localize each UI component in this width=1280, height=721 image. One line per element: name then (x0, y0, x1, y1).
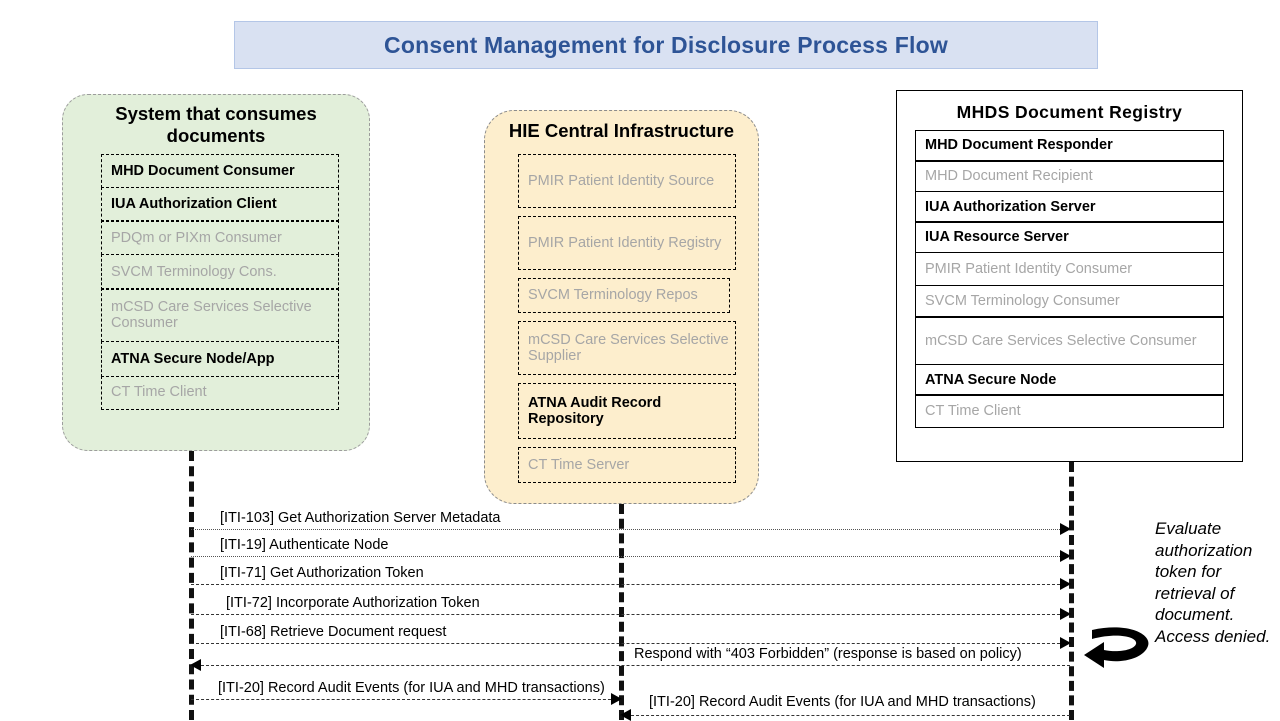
message-line (191, 643, 1070, 644)
role-atna-secure-node-app[interactable]: ATNA Secure Node/App (101, 341, 339, 378)
page-title-banner: Consent Management for Disclosure Proces… (234, 21, 1098, 69)
message-line (621, 715, 1070, 716)
role-pmir-patient-identity-source[interactable]: PMIR Patient Identity Source (518, 154, 736, 208)
arrowhead-right-icon (1060, 550, 1071, 562)
lifeline-consumer (189, 451, 194, 720)
actor-group-hie-central-infrastructure: HIE Central Infrastructure PMIR Patient … (484, 110, 759, 504)
role-mcsd-care-services-selective-consumer-registry[interactable]: mCSD Care Services Selective Consumer (915, 316, 1224, 366)
role-mcsd-care-services-selective-supplier[interactable]: mCSD Care Services Selective Supplier (518, 321, 736, 375)
message-label: [ITI-103] Get Authorization Server Metad… (220, 510, 501, 526)
lifeline-registry (1069, 462, 1074, 720)
role-atna-audit-record-repository[interactable]: ATNA Audit Record Repository (518, 383, 736, 439)
role-ct-time-client-registry[interactable]: CT Time Client (915, 394, 1224, 429)
message-line (191, 584, 1070, 585)
message-label: [ITI-71] Get Authorization Token (220, 565, 424, 581)
role-ct-time-server[interactable]: CT Time Server (518, 447, 736, 483)
role-mcsd-care-services-selective-consumer[interactable]: mCSD Care Services Selective Consumer (101, 288, 339, 343)
arrowhead-right-icon (611, 693, 622, 705)
loop-back-arrow-icon (1084, 627, 1149, 668)
message-label: [ITI-20] Record Audit Events (for IUA an… (218, 680, 605, 696)
evaluate-note: Evaluate authorization token for retriev… (1155, 519, 1271, 646)
role-mhd-document-consumer[interactable]: MHD Document Consumer (101, 153, 339, 188)
page-title: Consent Management for Disclosure Proces… (384, 31, 948, 58)
panel-title-consumer: System that consumes documents (115, 103, 317, 147)
arrowhead-right-icon (1060, 523, 1071, 535)
actor-group-mhds-document-registry: MHDS Document Registry MHD Document Resp… (896, 90, 1243, 462)
role-iua-authorization-client[interactable]: IUA Authorization Client (101, 186, 339, 222)
message-line (191, 665, 1070, 666)
message-line (191, 614, 1070, 615)
panel-title-registry: MHDS Document Registry (956, 102, 1183, 122)
arrowhead-right-icon (1060, 578, 1071, 590)
arrowhead-left-icon (620, 709, 631, 721)
role-atna-secure-node[interactable]: ATNA Secure Node (915, 363, 1224, 396)
message-label: [ITI-19] Authenticate Node (220, 537, 389, 553)
role-svcm-terminology-repos[interactable]: SVCM Terminology Repos (518, 278, 730, 313)
role-iua-authorization-server[interactable]: IUA Authorization Server (915, 190, 1224, 223)
message-label: [ITI-68] Retrieve Document request (220, 624, 447, 640)
message-label: Respond with “403 Forbidden” (response i… (634, 646, 1022, 662)
role-mhd-document-responder[interactable]: MHD Document Responder (915, 129, 1224, 162)
role-pmir-patient-identity-consumer[interactable]: PMIR Patient Identity Consumer (915, 252, 1224, 287)
arrowhead-right-icon (1060, 637, 1071, 649)
message-label: [ITI-72] Incorporate Authorization Token (226, 595, 480, 611)
role-pdqm-or-pixm-consumer[interactable]: PDQm or PIXm Consumer (101, 220, 339, 256)
message-line (191, 529, 1070, 530)
role-list-hie: PMIR Patient Identity Source PMIR Patien… (518, 154, 736, 483)
lifeline-hie (619, 504, 624, 720)
message-line (191, 699, 621, 700)
role-list-consumer: MHD Document Consumer IUA Authorization … (101, 153, 339, 410)
arrowhead-left-icon (190, 659, 201, 671)
role-svcm-terminology-consumer[interactable]: SVCM Terminology Consumer (915, 284, 1224, 318)
panel-title-hie: HIE Central Infrastructure (508, 120, 735, 141)
role-mhd-document-recipient[interactable]: MHD Document Recipient (915, 160, 1224, 193)
role-ct-time-client[interactable]: CT Time Client (101, 375, 339, 410)
role-svcm-terminology-cons[interactable]: SVCM Terminology Cons. (101, 253, 339, 290)
role-iua-resource-server[interactable]: IUA Resource Server (915, 221, 1224, 254)
message-label: [ITI-20] Record Audit Events (for IUA an… (649, 694, 1036, 710)
role-list-registry: MHD Document Responder MHD Document Reci… (915, 129, 1224, 429)
actor-group-system-that-consumes-documents: System that consumes documents MHD Docum… (62, 94, 370, 451)
role-pmir-patient-identity-registry[interactable]: PMIR Patient Identity Registry (518, 216, 736, 270)
arrowhead-right-icon (1060, 608, 1071, 620)
message-line (191, 556, 1070, 557)
